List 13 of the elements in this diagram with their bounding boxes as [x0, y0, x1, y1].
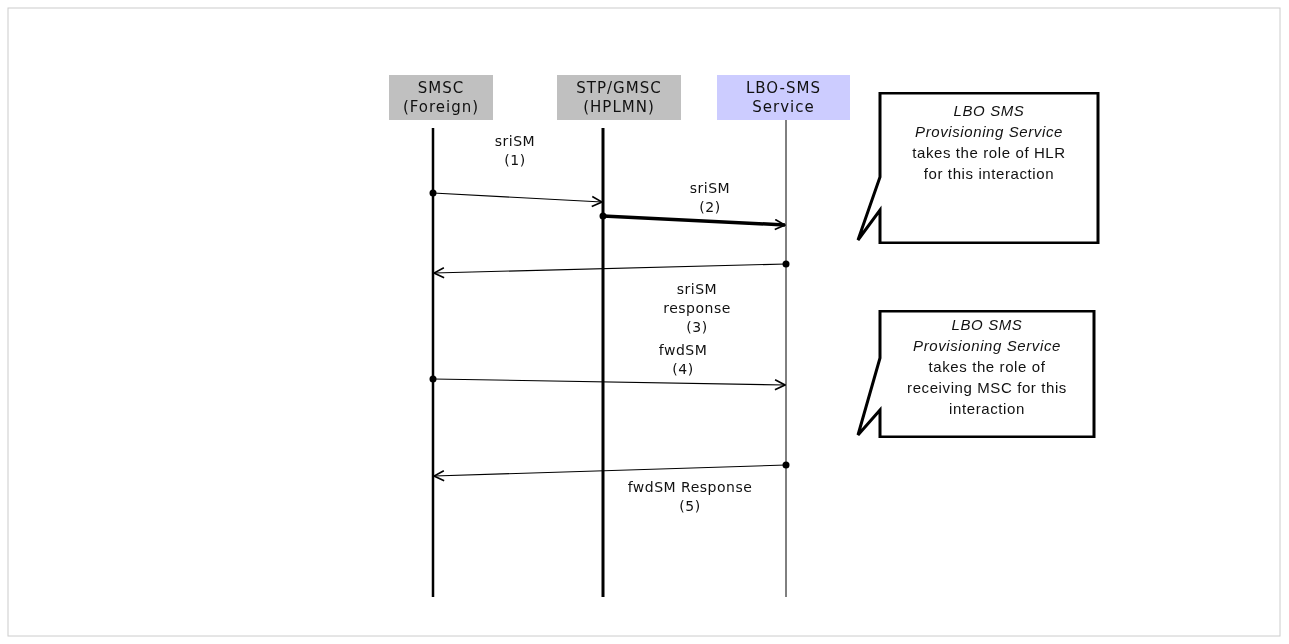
message-arrow — [429, 189, 603, 208]
callout-text: takes the role of receiving MSC for this interaction — [907, 357, 1067, 419]
callout-box — [856, 310, 1096, 438]
participant-header: LBO-SMS Service — [717, 75, 850, 120]
message-arrow — [429, 375, 786, 391]
callout-text: takes the role of HLR for this interaction — [911, 143, 1067, 184]
message-arrow — [433, 260, 790, 279]
message-arrow — [599, 212, 786, 231]
participant-header: SMSC (Foreign) — [389, 75, 493, 120]
participant-header: STP/GMSC (HPLMN) — [557, 75, 681, 120]
edge-label: fwdSM Response (5) — [625, 478, 755, 516]
message-arrow — [433, 461, 790, 482]
callout-box — [856, 92, 1100, 244]
